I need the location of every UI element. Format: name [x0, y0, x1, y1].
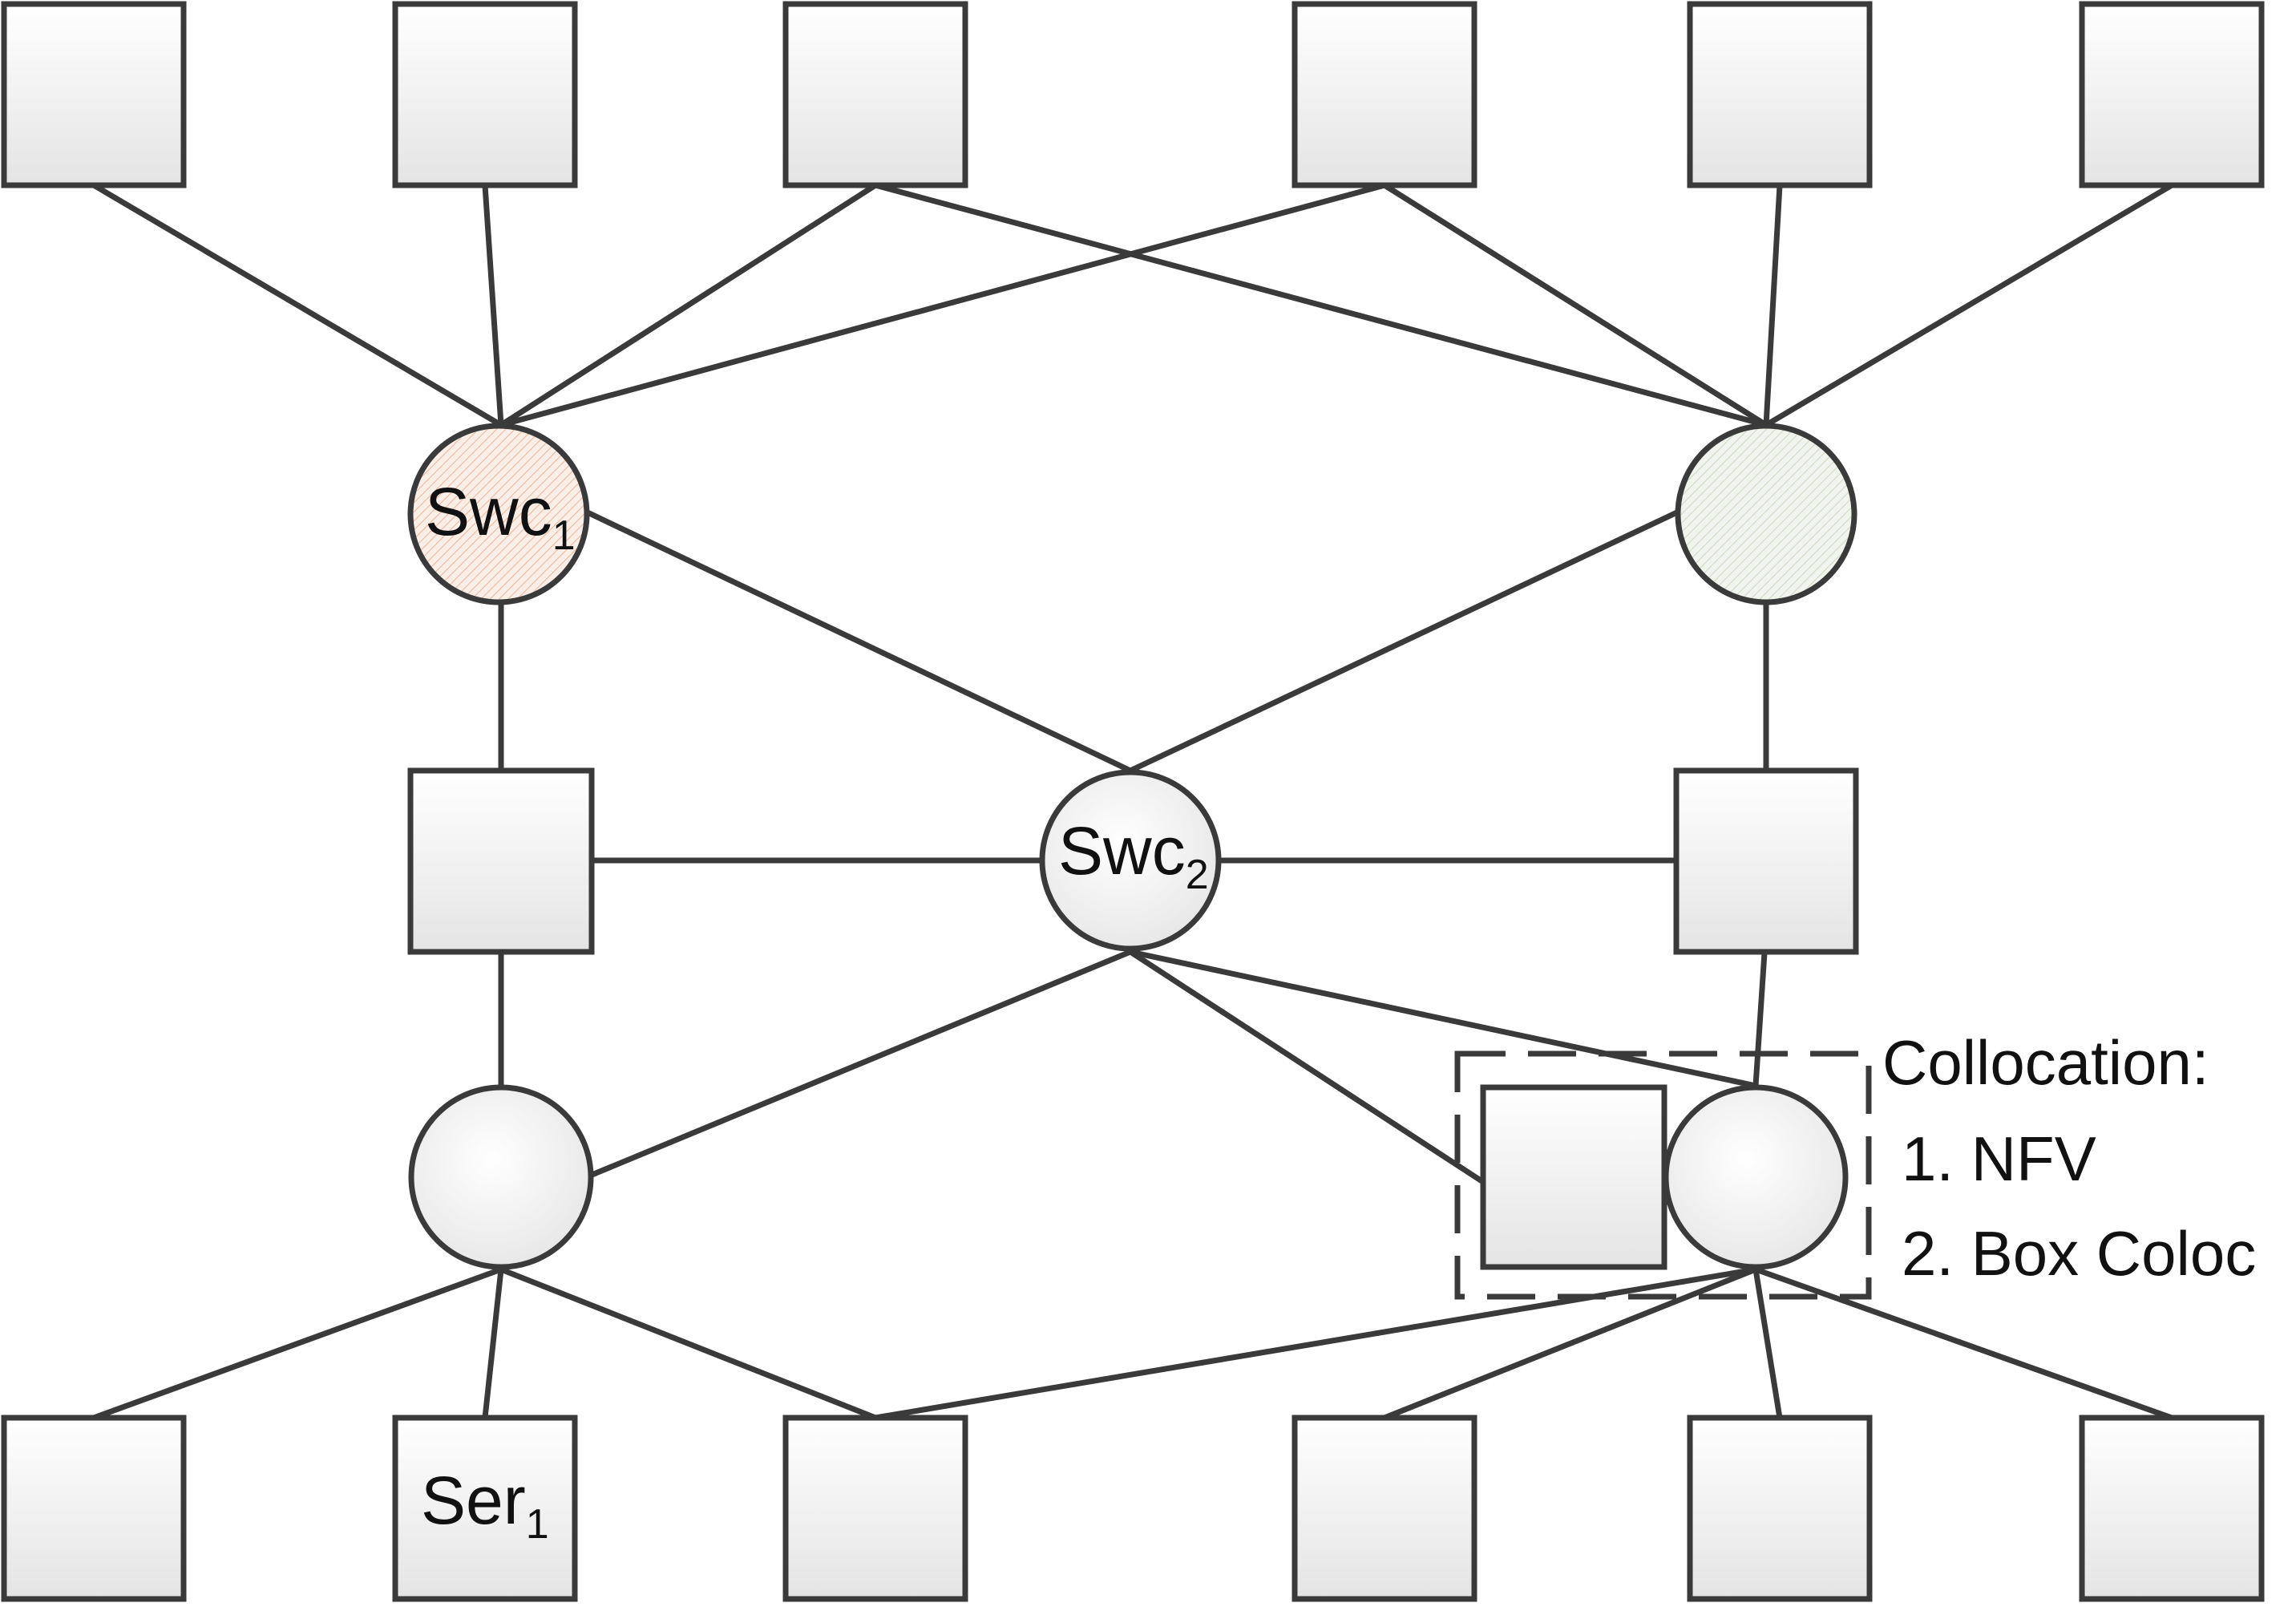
top-box-3: [782, 1, 968, 188]
ser1-label: Ser1: [421, 1463, 549, 1548]
edge: [872, 182, 1769, 428]
edge: [1381, 1266, 1759, 1421]
edges: [91, 182, 2175, 1421]
swc1-node: [407, 423, 590, 605]
swc2-node: [1039, 769, 1222, 952]
top-box-5: [1687, 1, 1873, 188]
aggregation-row: Swc2: [407, 767, 1859, 955]
edge: [498, 1266, 879, 1421]
collocation-title: Collocation:: [1882, 1027, 2209, 1098]
edge: [1752, 949, 1768, 1089]
collocation-region: [1454, 1050, 1872, 1300]
core-switch-right: [1675, 423, 1857, 605]
edge: [1752, 1266, 2175, 1421]
ser1-label-sub: 1: [526, 1501, 549, 1548]
collocation-note: Collocation: 1. NFV 2. Box Coloc: [1882, 1027, 2256, 1289]
swc1-label-sub: 1: [552, 512, 576, 559]
collocation-item-1: 1. NFV: [1902, 1123, 2096, 1194]
edge: [482, 182, 504, 428]
nfv-box: [1480, 1084, 1667, 1270]
bottom-row: Ser1: [1, 1415, 2265, 1602]
bottom-box-5: [1687, 1415, 1873, 1602]
ser1-label-main: Ser: [421, 1463, 526, 1538]
edge: [1752, 1266, 1783, 1421]
bottom-box-1: [1, 1415, 187, 1602]
swc1-label-main: Swc: [425, 474, 552, 549]
bottom-box-6: [2079, 1415, 2265, 1602]
swc1-label: Swc1: [425, 474, 576, 559]
top-box-1: [1, 1, 187, 188]
edge: [586, 510, 1134, 774]
bottom-box-4: [1292, 1415, 1477, 1602]
edge-switch-right: [1663, 1084, 1849, 1270]
core-row: Swc1: [407, 423, 1857, 605]
top-box-6: [2079, 1, 2265, 188]
edge: [91, 182, 504, 428]
top-row: [1, 1, 2265, 188]
collocation-item-2: 2. Box Coloc: [1902, 1218, 2256, 1289]
edge: [1763, 182, 2175, 428]
edge: [1127, 949, 1759, 1089]
edge-switch-row: [408, 1084, 1849, 1270]
top-box-2: [392, 1, 578, 188]
top-box-4: [1292, 1, 1477, 188]
swc2-label-main: Swc: [1058, 813, 1186, 889]
edge: [1127, 949, 1486, 1185]
aggregation-box-left: [407, 767, 595, 955]
edge: [1127, 508, 1682, 774]
ser1-box: [392, 1415, 578, 1602]
edge: [872, 1266, 1759, 1421]
edge: [482, 1266, 504, 1421]
edge: [498, 182, 1388, 428]
edge: [1763, 182, 1783, 428]
edge: [91, 1266, 504, 1421]
edge: [498, 182, 879, 428]
swc2-label-sub: 2: [1186, 852, 1209, 898]
edge: [587, 949, 1134, 1179]
swc2-label: Swc2: [1058, 813, 1209, 898]
bottom-box-3: [782, 1415, 968, 1602]
edge: [1381, 182, 1769, 428]
edge-switch-left: [408, 1084, 594, 1270]
aggregation-box-right: [1673, 767, 1859, 955]
